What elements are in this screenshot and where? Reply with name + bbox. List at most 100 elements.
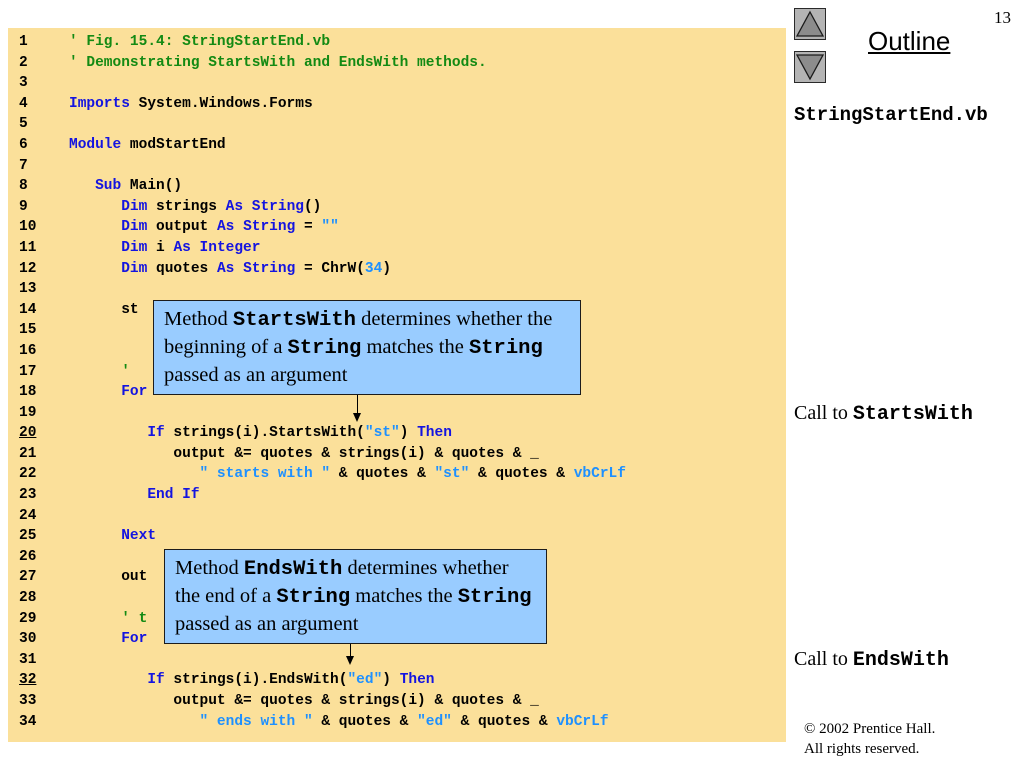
code-literal: " ends with " — [199, 713, 313, 730]
code-keyword: Dim — [121, 260, 148, 277]
copyright: © 2002 Prentice Hall. All rights reserve… — [804, 719, 935, 759]
line-number: 7 — [19, 157, 28, 174]
code-text: Imports System.Windows.Forms — [69, 94, 313, 115]
line-number: 25 — [19, 528, 37, 545]
code-text: " starts with " & quotes & "st" & quotes… — [69, 464, 626, 485]
code-token: strings — [147, 198, 226, 215]
note-text: Call to — [794, 402, 853, 424]
code-text: Dim quotes As String = ChrW(34) — [69, 259, 391, 280]
code-literal: "" — [321, 219, 339, 236]
line-number: 31 — [19, 651, 37, 668]
code-text: Dim i As Integer — [69, 238, 260, 259]
line-number: 14 — [19, 301, 37, 318]
code-indent — [69, 466, 200, 482]
line-number: 27 — [19, 569, 37, 586]
previous-slide-button[interactable] — [794, 8, 826, 40]
code-keyword: As — [216, 219, 235, 236]
callout-text: determines whether the end of a — [175, 557, 509, 607]
code-line: 2 ' Demonstrating StartsWith and EndsWith… — [8, 53, 786, 74]
code-keyword: As — [216, 260, 235, 277]
code-text: ' Demonstrating StartsWith and EndsWith … — [69, 53, 487, 74]
code-line: 30 For — [8, 629, 786, 650]
code-token: ) — [382, 672, 400, 689]
code-token: strings(i).EndsWith( — [164, 672, 348, 689]
code-indent — [69, 672, 147, 688]
code-keyword: Module — [69, 136, 122, 153]
line-number: 13 — [19, 281, 37, 298]
code-text: For — [69, 629, 147, 650]
line-number: 5 — [19, 116, 28, 133]
code-keyword: String — [251, 198, 304, 215]
code-token: = ChrW( — [295, 260, 365, 277]
code-line: 28 — [8, 588, 786, 609]
code-text: If strings(i).StartsWith("st") Then — [69, 423, 452, 444]
callout-startswith: Method StartsWith determines whether the… — [153, 300, 581, 395]
code-keyword: String — [243, 219, 296, 236]
code-line: 3 — [8, 73, 786, 94]
code-text: End If — [69, 485, 200, 506]
code-token: output &= quotes & strings(i) & quotes &… — [173, 693, 539, 709]
code-text: output &= quotes & strings(i) & quotes &… — [69, 691, 539, 712]
code-indent — [69, 425, 147, 441]
code-text: If strings(i).EndsWith("ed") Then — [69, 670, 434, 691]
code-line: 4 Imports System.Windows.Forms — [8, 94, 786, 115]
note-call-startswith: Call to StartsWith — [794, 402, 973, 426]
line-number: 30 — [19, 631, 37, 648]
code-text: Next — [69, 526, 156, 547]
callout-text: Method — [175, 557, 244, 579]
code-line: 25 Next — [8, 526, 786, 547]
slide-number: 13 — [994, 8, 1011, 27]
callout-method-name: StartsWith — [232, 309, 356, 332]
code-text: Dim strings As String() — [69, 197, 321, 218]
code-line: 7 — [8, 156, 786, 177]
callout-text: Method — [164, 308, 233, 330]
code-line: 8 Sub Main() — [8, 176, 786, 197]
code-keyword: Dim — [121, 198, 148, 215]
code-indent — [69, 487, 147, 503]
line-number: 9 — [19, 198, 28, 215]
code-keyword: If — [147, 425, 165, 442]
code-line: 19 — [8, 403, 786, 424]
callout-text: matches the — [361, 336, 469, 358]
code-token: () — [303, 198, 322, 215]
code-keyword: Integer — [199, 239, 261, 256]
code-indent — [69, 240, 121, 256]
line-number: 33 — [19, 693, 37, 709]
line-number: 4 — [19, 95, 28, 112]
code-token: output — [147, 219, 217, 236]
line-number: 8 — [19, 178, 28, 195]
code-keyword: String — [243, 260, 296, 277]
line-number: 10 — [19, 219, 37, 236]
line-number: 15 — [19, 322, 37, 339]
line-number: 2 — [19, 54, 28, 71]
code-indent — [69, 631, 121, 647]
line-number: 12 — [19, 260, 37, 277]
line-number: 29 — [19, 610, 37, 627]
line-number: 16 — [19, 342, 37, 359]
code-text: out — [69, 567, 147, 588]
code-token: ) — [399, 425, 418, 442]
code-token — [234, 219, 243, 235]
line-number: 22 — [19, 466, 37, 483]
code-literal: vbCrLf — [573, 466, 626, 483]
code-line: 16 — [8, 341, 786, 362]
callout-text: passed as an argument — [164, 364, 348, 386]
outline-link[interactable]: Outline — [868, 26, 951, 56]
code-indent — [69, 302, 121, 318]
next-slide-button[interactable] — [794, 51, 826, 83]
line-number: 24 — [19, 507, 37, 524]
callout-text: passed as an argument — [175, 613, 359, 635]
code-keyword: As — [225, 198, 244, 215]
code-comment: ' Fig. 15.4: StringStartEnd.vb — [69, 34, 331, 50]
callout-arrow-line — [357, 395, 358, 415]
line-number: 11 — [19, 239, 37, 256]
code-line: 27 out — [8, 567, 786, 588]
code-literal: vbCrLf — [556, 713, 609, 730]
code-line: 26 — [8, 547, 786, 568]
code-keyword: End If — [147, 487, 200, 504]
code-comment: ' t — [121, 610, 148, 627]
code-token: out — [121, 569, 148, 586]
callout-arrow-line — [350, 644, 351, 658]
line-number: 34 — [19, 713, 37, 730]
